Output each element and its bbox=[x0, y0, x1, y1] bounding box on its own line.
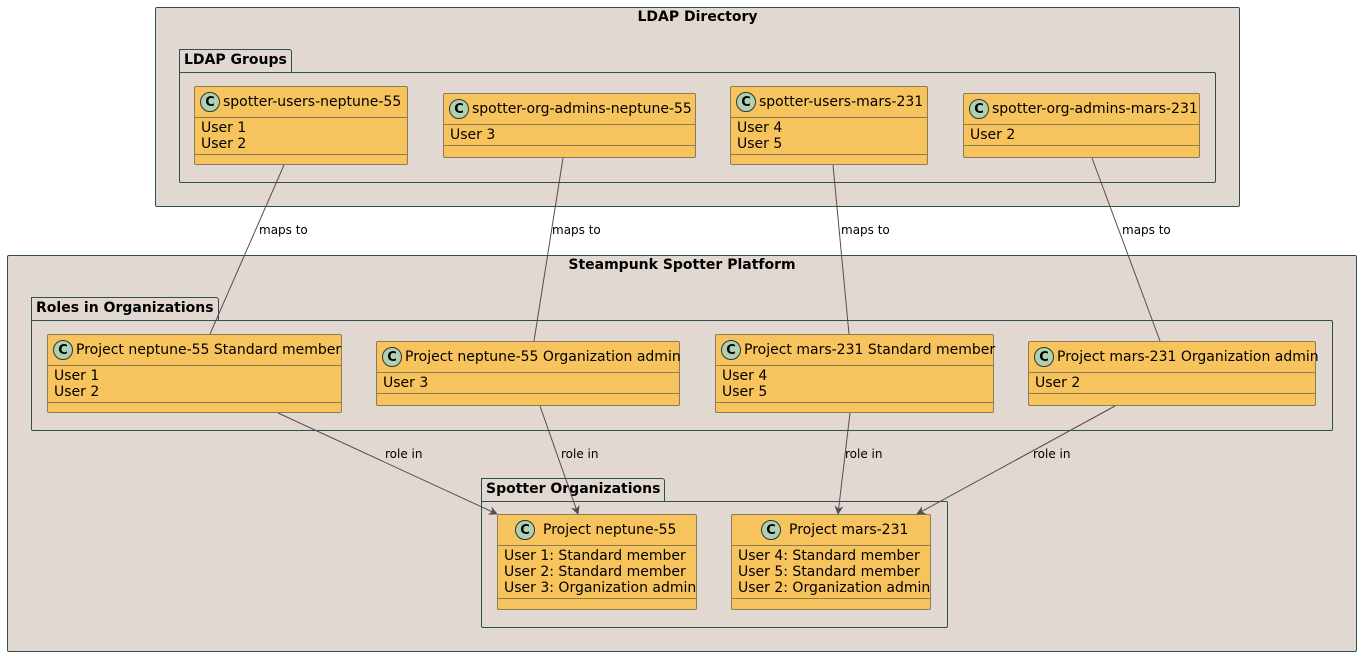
maps-to-label: maps to bbox=[1122, 223, 1171, 237]
ldap-directory-title: LDAP Directory bbox=[637, 9, 758, 25]
class-member: User 5: Standard member bbox=[738, 564, 920, 580]
class-member: User 1: Standard member bbox=[504, 548, 686, 564]
class-name: spotter-org-admins-mars-231 bbox=[992, 101, 1198, 117]
class-c-icon: C bbox=[969, 99, 989, 119]
roles-package-label: Roles in Organizations bbox=[36, 300, 214, 316]
class-member: User 5 bbox=[722, 384, 768, 400]
class-member: User 4: Standard member bbox=[738, 548, 920, 564]
class-member: User 4 bbox=[722, 368, 768, 384]
class-member: User 2 bbox=[970, 127, 1016, 143]
class-c-icon: C bbox=[736, 92, 756, 112]
class-name: spotter-users-neptune-55 bbox=[223, 94, 402, 110]
class-name: Project mars-231 Standard member bbox=[744, 342, 996, 358]
orgs-package-tab: Spotter Organizations bbox=[481, 478, 666, 502]
class-c-icon: C bbox=[53, 340, 73, 360]
class-name: Project neptune-55 Organization admin bbox=[405, 349, 681, 365]
roles-package-tab: Roles in Organizations bbox=[31, 297, 219, 321]
class-name: Project neptune-55 bbox=[543, 522, 677, 538]
class-member: User 1 bbox=[54, 368, 100, 384]
role-in-label: role in bbox=[561, 447, 599, 461]
class-c-icon: C bbox=[382, 347, 402, 367]
class-c-icon: C bbox=[515, 520, 535, 540]
class-name: spotter-org-admins-neptune-55 bbox=[472, 101, 692, 117]
class-c-icon: C bbox=[721, 340, 741, 360]
orgs-package bbox=[481, 501, 948, 628]
role-in-label: role in bbox=[385, 447, 423, 461]
ldap-groups-package bbox=[179, 72, 1216, 183]
class-member: User 2 bbox=[201, 136, 247, 152]
role-in-label: role in bbox=[845, 447, 883, 461]
role-in-arrow bbox=[834, 412, 851, 515]
role-in-arrow bbox=[539, 405, 580, 515]
ldap-groups-package-label: LDAP Groups bbox=[184, 52, 287, 68]
class-c-icon: C bbox=[761, 520, 781, 540]
maps-to-connector bbox=[1091, 157, 1161, 342]
class-member: User 2 bbox=[54, 384, 100, 400]
organization-class: C Project mars-231 User 4: Standard membe… bbox=[731, 514, 931, 610]
class-member: User 3 bbox=[450, 127, 496, 143]
class-member: User 3: Organization admin bbox=[504, 580, 697, 596]
maps-to-connector bbox=[533, 157, 564, 342]
maps-to-label: maps to bbox=[552, 223, 601, 237]
ldap-groups-package-tab: LDAP Groups bbox=[179, 49, 292, 73]
class-member: User 4 bbox=[737, 120, 783, 136]
platform-title: Steampunk Spotter Platform bbox=[568, 257, 796, 273]
class-member: User 2: Standard member bbox=[504, 564, 686, 580]
maps-to-label: maps to bbox=[259, 223, 308, 237]
class-c-icon: C bbox=[449, 99, 469, 119]
organization-class: C Project neptune-55 User 1: Standard mem… bbox=[497, 514, 697, 610]
class-c-icon: C bbox=[1034, 347, 1054, 367]
class-member: User 3 bbox=[383, 375, 429, 391]
role-in-label: role in bbox=[1033, 447, 1071, 461]
role-in-arrow bbox=[277, 412, 498, 515]
orgs-package-label: Spotter Organizations bbox=[486, 481, 661, 497]
maps-to-label: maps to bbox=[841, 223, 890, 237]
maps-to-connector bbox=[832, 164, 850, 335]
class-name: Project neptune-55 Standard member bbox=[76, 342, 342, 358]
class-member: User 5 bbox=[737, 136, 783, 152]
class-member: User 2: Organization admin bbox=[738, 580, 931, 596]
roles-package bbox=[31, 320, 1333, 431]
class-member: User 1 bbox=[201, 120, 247, 136]
class-name: spotter-users-mars-231 bbox=[759, 94, 924, 110]
role-in-arrow bbox=[916, 405, 1116, 515]
class-name: Project mars-231 Organization admin bbox=[1057, 349, 1319, 365]
maps-to-connector bbox=[209, 164, 285, 335]
class-name: Project mars-231 bbox=[789, 522, 909, 538]
class-c-icon: C bbox=[200, 92, 220, 112]
class-member: User 2 bbox=[1035, 375, 1081, 391]
